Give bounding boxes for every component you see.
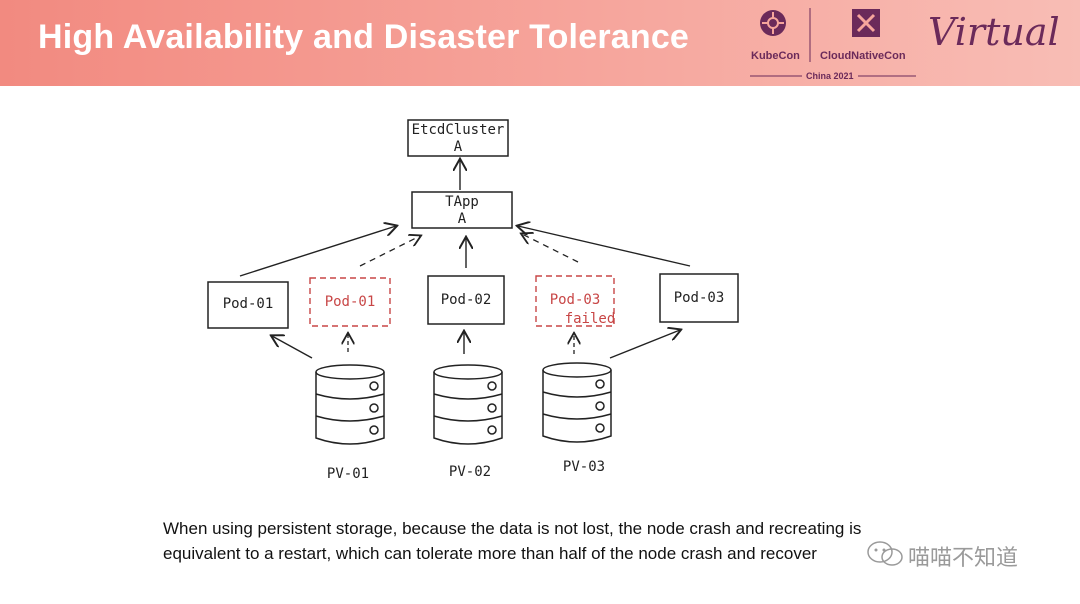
pod-01-new-to-tapp-arrow	[359, 236, 420, 267]
slide-title: High Availability and Disaster Tolerance	[38, 18, 690, 56]
event-year-label: China 2021	[806, 71, 854, 81]
pod-03-failed-node: Pod-03 failed	[535, 275, 616, 327]
pv-02-label: PV-02	[449, 464, 491, 480]
watermark-text: 喵喵不知道	[908, 546, 1019, 571]
kubecon-helm-icon	[750, 8, 916, 77]
tapp-node: TApp A	[411, 191, 513, 229]
pod-03-label: Pod-03	[674, 290, 725, 306]
event-logo: KubeCon CloudNativeCon China 2021	[748, 4, 920, 84]
pod-03-status: failed	[565, 311, 616, 327]
etcdcluster-sublabel: A	[454, 139, 463, 155]
pv-01-to-pod-01-arrow	[272, 336, 313, 359]
pod-02-label: Pod-02	[441, 292, 492, 308]
pod-01-new-node: Pod-01	[309, 277, 391, 327]
slide-caption: When using persistent storage, because t…	[163, 519, 862, 563]
tapp-sublabel: A	[458, 211, 467, 227]
pv-03-database-icon	[542, 362, 612, 443]
architecture-diagram: EtcdCluster A TApp A Pod-01 Pod-01 Pod-0…	[207, 119, 739, 482]
pod-02-node: Pod-02	[427, 275, 505, 325]
kubecon-label: KubeCon	[751, 50, 800, 62]
pv-03-label: PV-03	[563, 459, 605, 475]
pv-02-database-icon	[433, 364, 503, 445]
pod-03-node: Pod-03	[659, 273, 739, 323]
virtual-label: Virtual	[928, 10, 1060, 54]
etcdcluster-node: EtcdCluster A	[407, 119, 509, 157]
tapp-label: TApp	[445, 194, 479, 210]
pv-01-database-icon	[315, 364, 385, 445]
slide-header: High Availability and Disaster Tolerance…	[0, 0, 1080, 86]
pod-01-new-label: Pod-01	[325, 294, 376, 310]
etcdcluster-label: EtcdCluster	[412, 122, 505, 138]
wechat-icon	[867, 541, 903, 566]
pod-01-node: Pod-01	[207, 281, 289, 329]
pv-03-to-pod-03-arrow	[609, 330, 680, 359]
pod-03-failed-label: Pod-03	[550, 292, 601, 308]
cloudnativecon-label: CloudNativeCon	[820, 50, 906, 62]
pod-01-to-tapp-arrow	[239, 226, 396, 277]
pod-03-to-tapp-arrow	[518, 226, 691, 267]
pod-01-label: Pod-01	[223, 296, 274, 312]
pv-01-label: PV-01	[327, 466, 369, 482]
